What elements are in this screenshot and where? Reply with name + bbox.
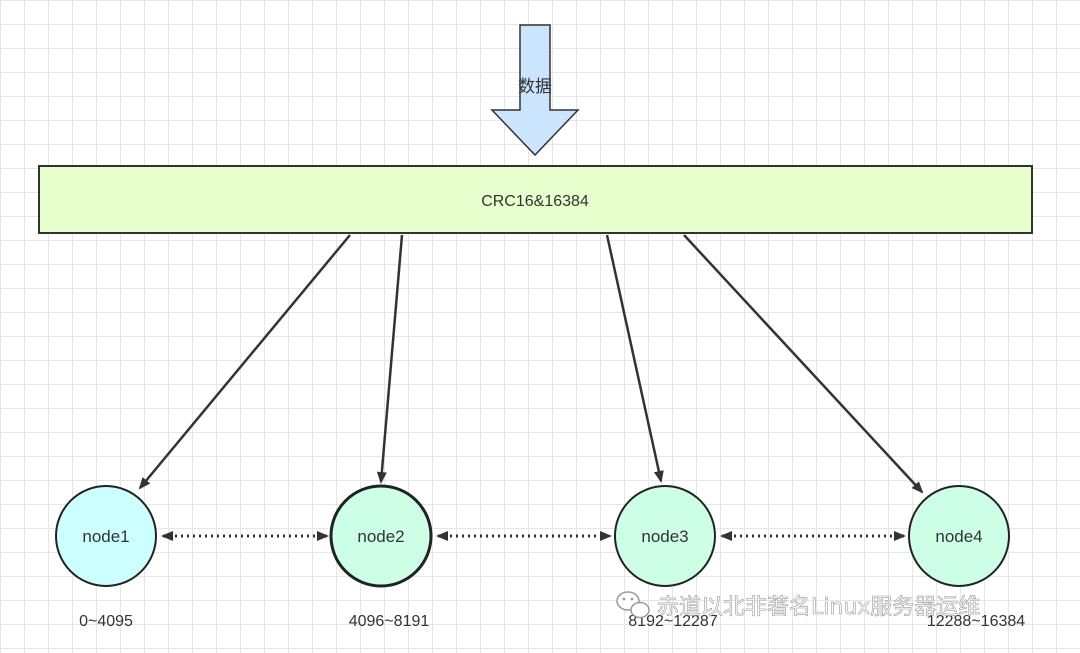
- arrow-to-node4: [683, 234, 924, 494]
- distribution-arrows: [138, 234, 924, 494]
- hash-box: CRC16&16384: [38, 165, 1033, 234]
- node-range: 8192~12287: [628, 613, 718, 630]
- node-label: node4: [935, 527, 982, 546]
- node-label: node1: [82, 527, 129, 546]
- watermark: 赤道以北非著名Linux服务器运维: [616, 591, 981, 620]
- node-2: node2 4096~8191: [329, 484, 433, 630]
- arrow-to-node3: [605, 234, 664, 483]
- arrow-to-node2: [376, 234, 404, 484]
- node-circle: [55, 485, 157, 587]
- node-range: 4096~8191: [349, 613, 430, 630]
- node-1: node1 0~4095: [55, 485, 157, 630]
- input-arrow: 数据: [490, 24, 580, 157]
- input-arrow-shape: [490, 24, 580, 157]
- node-circle: [614, 485, 716, 587]
- node-3: node3 8192~12287: [614, 485, 718, 630]
- watermark-text: 赤道以北非著名Linux服务器运维: [657, 595, 980, 620]
- node-circle: [908, 485, 1010, 587]
- node-label: node2: [357, 527, 404, 546]
- arrow-to-node1: [138, 234, 351, 490]
- node-4: node4 12288~16384: [908, 485, 1025, 630]
- node-range: 12288~16384: [927, 613, 1025, 630]
- wechat-icon: [616, 591, 650, 619]
- input-arrow-label: 数据: [518, 77, 552, 96]
- hash-box-rect: [38, 165, 1033, 234]
- hash-box-label: CRC16&16384: [481, 193, 589, 210]
- node-range: 0~4095: [79, 613, 133, 630]
- node-circle: [329, 484, 433, 588]
- node-label: node3: [641, 527, 688, 546]
